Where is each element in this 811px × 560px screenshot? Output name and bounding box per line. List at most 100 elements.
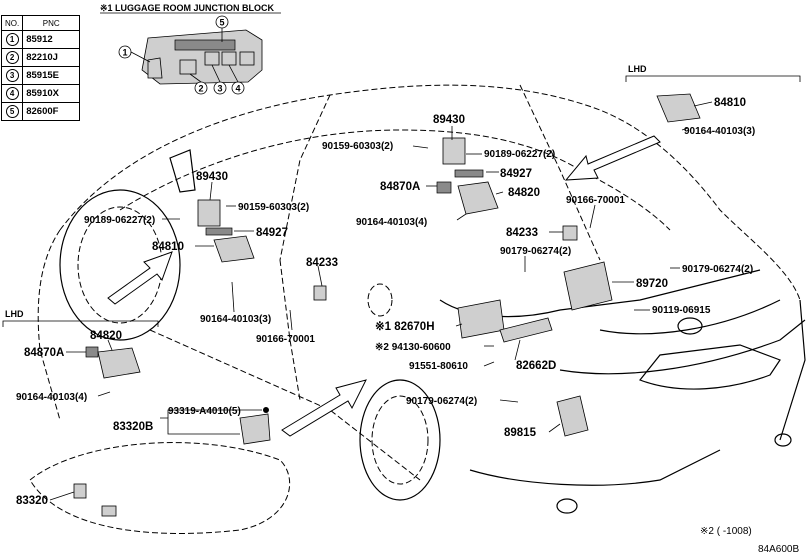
switch-84820-top: [457, 181, 499, 215]
lhd-label-top: LHD: [628, 64, 647, 74]
fuse-row: [174, 39, 236, 51]
callout-number: 4: [5, 87, 19, 100]
pn-90179-c: 90179-06274(2): [406, 396, 477, 407]
lhd-bracket-top: [625, 75, 801, 82]
relay-2: [179, 59, 197, 75]
pnc-code: 82600F: [22, 102, 81, 121]
callout-label-1: 1: [122, 48, 127, 58]
relay-5: [239, 51, 255, 66]
callout-leader-4: [228, 64, 239, 83]
pn-84820-top: 84820: [508, 187, 540, 199]
part-shapes: [29, 93, 701, 534]
receiver-82670h: [457, 299, 505, 339]
callout-label-5: 5: [219, 18, 224, 28]
callout-number: 2: [5, 51, 19, 64]
pn-90159-left: 90159-60303(2): [238, 202, 309, 213]
lhd-bracket-left: [2, 320, 159, 327]
pn-89430-left: 89430: [196, 171, 228, 183]
junction-callouts: 1 2 3 4 5: [118, 15, 245, 95]
view-arrow-bottom: [281, 379, 367, 437]
pn-82662d: 82662D: [516, 360, 556, 372]
pn-90159-top: 90159-60303(2): [322, 141, 393, 152]
bracket-84233-left: [313, 285, 327, 301]
lhd-label-left: LHD: [5, 309, 24, 319]
pn-90189-top: 90189-06227(2): [484, 149, 555, 160]
cover-84927-left: [205, 227, 233, 236]
module-89815: [556, 395, 589, 437]
callout-number: 3: [5, 69, 19, 82]
pn-90164-top: 90164-40103(3): [684, 126, 755, 137]
pn-90179-a: 90179-06274(2): [500, 246, 571, 257]
table-row: 1 85912: [0, 30, 81, 49]
pnc-table: NO. PNC 1 85912 2 82210J 3 85915E 4 8591…: [0, 15, 81, 121]
knob-84870a-top: [436, 181, 452, 194]
pn-90166-right: 90166-70001: [566, 195, 625, 206]
pn-93319: 93319-A4010(5): [168, 406, 241, 417]
pn-84233-left: 84233: [306, 257, 338, 269]
pn-84927-top: 84927: [500, 168, 532, 180]
callout-number: 5: [5, 105, 19, 118]
pn-94130: ※2 94130-60600: [375, 342, 451, 353]
car-outline: [37, 84, 806, 514]
callout-label-2: 2: [198, 84, 203, 94]
footnote: ※2 ( -1008): [700, 526, 752, 537]
callout-label-4: 4: [235, 84, 240, 94]
pn-82670h: ※1 82670H: [375, 320, 435, 333]
cover-84927-top: [454, 169, 484, 178]
callout-number: 1: [5, 33, 19, 46]
table-row: 4 85910X: [0, 84, 81, 103]
ref-code: 84A600B: [758, 544, 799, 555]
callout-leader-3: [211, 64, 221, 83]
callout-leader-1: [130, 51, 151, 63]
pn-84810-left: 84810: [152, 241, 184, 253]
pn-89815: 89815: [504, 427, 537, 439]
pn-90166-left: 90166-70001: [256, 334, 315, 345]
pn-84233-right: 84233: [506, 227, 538, 239]
switch-84810-top: [656, 93, 701, 123]
pn-90164-left: 90164-40103(3): [200, 314, 271, 325]
pn-89430-top: 89430: [433, 114, 465, 126]
pn-90189-left: 90189-06227(2): [84, 215, 155, 226]
gauge-83320: [73, 483, 87, 499]
pn-90164-lhd: 90164-40103(4): [16, 392, 87, 403]
cover-82662d: [499, 317, 553, 343]
pn-84870a-lhd: 84870A: [24, 347, 64, 359]
pnc-table-header: NO. PNC: [0, 15, 81, 31]
pn-90164-mid: 90164-40103(4): [356, 217, 427, 228]
pump-83320b: [239, 413, 271, 445]
relay-3: [204, 51, 220, 66]
junction-block-title: ※1 LUGGAGE ROOM JUNCTION BLOCK: [100, 3, 275, 13]
pn-91551: 91551-80610: [409, 361, 468, 372]
pn-90119: 90119-06915: [652, 305, 711, 316]
callout-leader-2: [189, 73, 202, 83]
connector-1: [147, 57, 163, 79]
switch-84820-lhd: [97, 347, 141, 379]
fuel-tank-outline: [29, 442, 290, 534]
screw-93319: [263, 407, 269, 413]
view-arrow-left: [107, 251, 173, 305]
relay-4: [221, 51, 237, 66]
part-labels: 84810 90164-40103(3) 89430 90159-60303(2…: [16, 97, 755, 507]
switch-84810-left: [213, 235, 255, 263]
pn-84870a-top: 84870A: [380, 181, 420, 193]
pn-89720: 89720: [636, 278, 668, 290]
bracket-89430-top: [442, 137, 466, 165]
module-89720: [563, 261, 613, 311]
leader-lines: [49, 101, 713, 501]
callout-label-3: 3: [217, 84, 222, 94]
table-row: 5 82600F: [0, 102, 81, 121]
knob-84870a-lhd: [85, 346, 99, 358]
pn-90179-b: 90179-06274(2): [682, 264, 753, 275]
table-row: 3 85915E: [0, 66, 81, 85]
view-arrow-right: [564, 135, 661, 181]
pn-84810-top: 84810: [714, 97, 746, 109]
pn-83320b: 83320B: [113, 421, 153, 433]
pn-84820-lhd: 84820: [90, 330, 122, 342]
gauge-83320-float: [101, 505, 117, 517]
pn-83320: 83320: [16, 495, 48, 507]
bracket-89430-left: [197, 199, 221, 227]
junction-block-illustration: [141, 29, 263, 85]
pn-84927-left: 84927: [256, 227, 288, 239]
bracket-84233-right: [562, 225, 578, 241]
